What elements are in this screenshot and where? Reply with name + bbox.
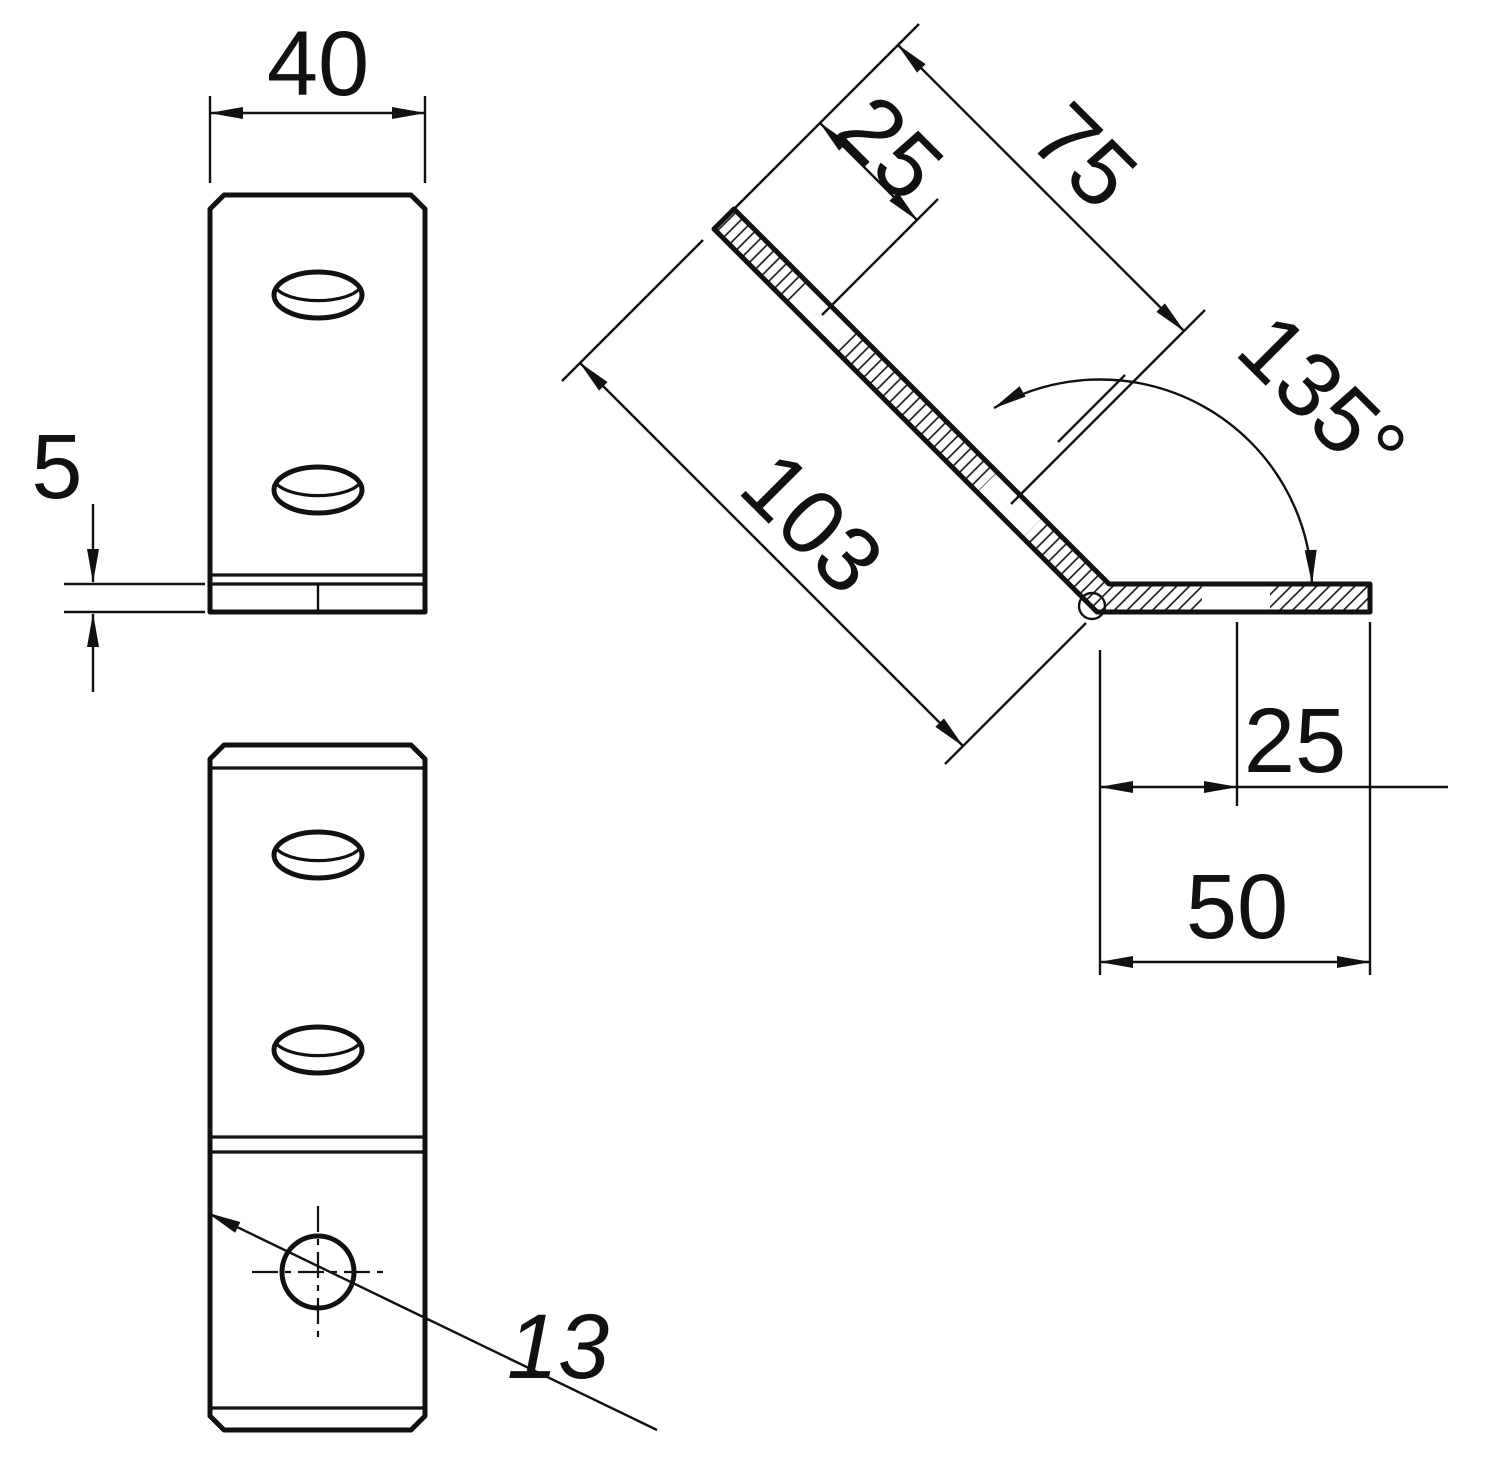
hole-diameter-dimension: 13 [207,1211,658,1432]
bracket-outline [711,206,1373,615]
extension-line [821,198,939,316]
bend-angle-label: 135° [1219,295,1426,502]
side-view: 25 75 103 135° 25 [561,23,1448,975]
width-label: 40 [267,13,369,115]
leg-length-label: 103 [722,433,903,614]
slot-hole-countersink [274,286,362,303]
dimension-line [579,362,964,747]
extension-line [1010,309,1206,505]
angle-reference-stub [1057,374,1126,443]
extension-line [944,622,1087,765]
leader-line [207,1211,658,1432]
plate-outline [207,192,428,615]
base-length-dimension: 50 [1099,622,1372,975]
base-length-label: 50 [1186,856,1288,958]
slot1-offset-label: 25 [818,76,962,220]
angle-arc [993,378,1317,584]
slot-hole [271,269,365,321]
plate-outline [207,742,428,1433]
hole-offset-dimension: 25 [1098,622,1448,975]
thickness-dimension: 5 [31,416,205,692]
face-view: 13 [207,742,658,1433]
dimension-line [897,44,1185,332]
hole-diameter-label: 13 [507,1296,609,1398]
bend-radius-circle [1077,591,1107,621]
slot-hole [271,464,365,516]
thickness-label: 5 [31,416,82,518]
slot-gap [786,281,856,351]
hole-offset-label: 25 [1244,690,1346,792]
front-view: 40 5 [31,13,428,692]
slot-hole-countersink [274,1041,362,1058]
width-dimension: 40 [208,13,427,183]
extension-line [561,239,704,382]
slot2-offset-label: 75 [1012,84,1156,228]
slot-hole [271,1024,365,1076]
slot-hole-countersink [274,846,362,863]
extension-line [724,23,920,219]
slot-hole [271,829,365,881]
slot-hole-countersink [274,481,362,498]
